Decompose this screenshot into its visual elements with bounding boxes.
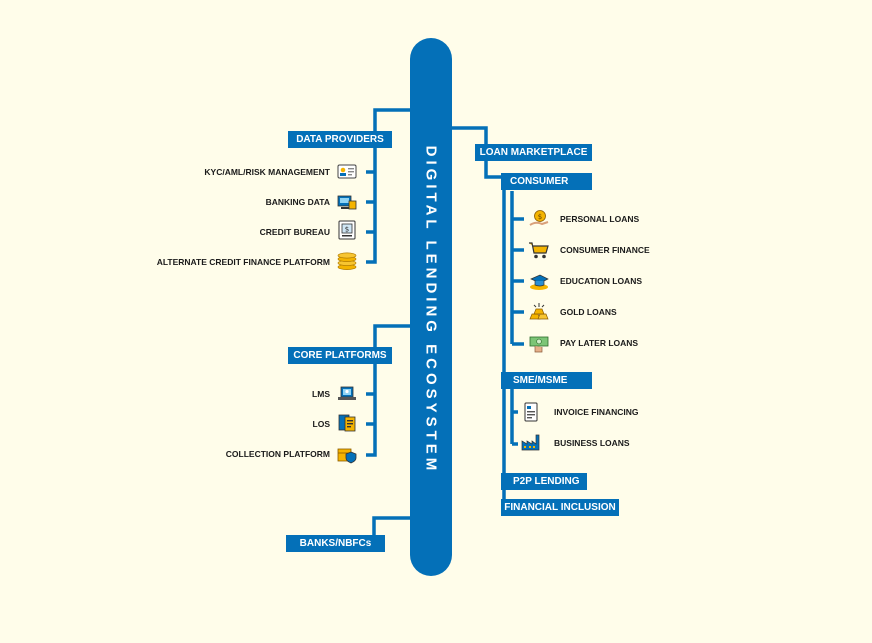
connector-core-items: [366, 364, 377, 457]
connector-loan-marketplace: [450, 126, 488, 144]
personal-loans-label: PERSONAL LOANS: [560, 214, 640, 224]
financial-inclusion-box[interactable]: FINANCIAL INCLUSION: [501, 499, 619, 516]
connector-data-providers: [373, 108, 412, 131]
connector-data-providers-items: [366, 148, 377, 264]
credit-bureau-label: CREDIT BUREAU: [259, 227, 330, 237]
lms-label: LMS: [312, 389, 330, 399]
bank-data-icon: [336, 192, 358, 212]
gold-bars-icon: [528, 302, 550, 322]
graduation-icon: [528, 271, 550, 291]
p2p-lending-box[interactable]: P2P LENDING: [501, 473, 587, 490]
documents-icon: [336, 413, 358, 433]
svg-text:$: $: [538, 213, 542, 221]
svg-text:$: $: [345, 226, 349, 234]
factory-icon: [520, 432, 542, 452]
pay-later-loans-label: PAY LATER LOANS: [560, 338, 639, 348]
kyc-label: KYC/AML/RISK MANAGEMENT: [204, 167, 330, 177]
connector-banks: [372, 516, 412, 535]
diagram-title: DIGITAL LENDING ECOSYSTEM: [422, 145, 440, 475]
consumer-finance-label: CONSUMER FINANCE: [560, 245, 650, 255]
invoice-financing-label: INVOICE FINANCING: [554, 407, 639, 417]
data-providers-box[interactable]: DATA PROVIDERS: [288, 131, 392, 148]
business-loans-label: BUSINESS LOANS: [554, 438, 630, 448]
alternate-credit-label: ALTERNATE CREDIT FINANCE PLATFORM: [156, 257, 330, 267]
box-shield-icon: [336, 444, 358, 464]
coins-icon: [336, 251, 358, 271]
sme-msme-box[interactable]: SME/MSME: [501, 372, 592, 389]
loan-marketplace-box[interactable]: LOAN MARKETPLACE: [475, 144, 592, 161]
cart-icon: [528, 240, 550, 260]
banking-data-label: BANKING DATA: [265, 197, 330, 207]
los-label: LOS: [312, 419, 330, 429]
laptop-icon: [336, 384, 358, 404]
banks-nbfcs-box[interactable]: BANKS/NBFCs: [286, 535, 385, 552]
money-hand-icon: $: [528, 208, 550, 228]
id-card-icon: [336, 162, 358, 182]
invoice-icon: [520, 402, 542, 422]
cash-hand-icon: [528, 334, 550, 354]
spine: [410, 38, 452, 576]
core-platforms-box[interactable]: CORE PLATFORMS: [288, 347, 392, 364]
gold-loans-label: GOLD LOANS: [560, 307, 617, 317]
consumer-box[interactable]: CONSUMER: [501, 173, 592, 190]
collection-platform-label: COLLECTION PLATFORM: [225, 449, 330, 459]
connector-core-platforms: [373, 324, 412, 347]
credit-bureau-icon: $: [336, 220, 358, 240]
connector-consumer: [484, 161, 501, 179]
education-loans-label: EDUCATION LOANS: [560, 276, 643, 286]
